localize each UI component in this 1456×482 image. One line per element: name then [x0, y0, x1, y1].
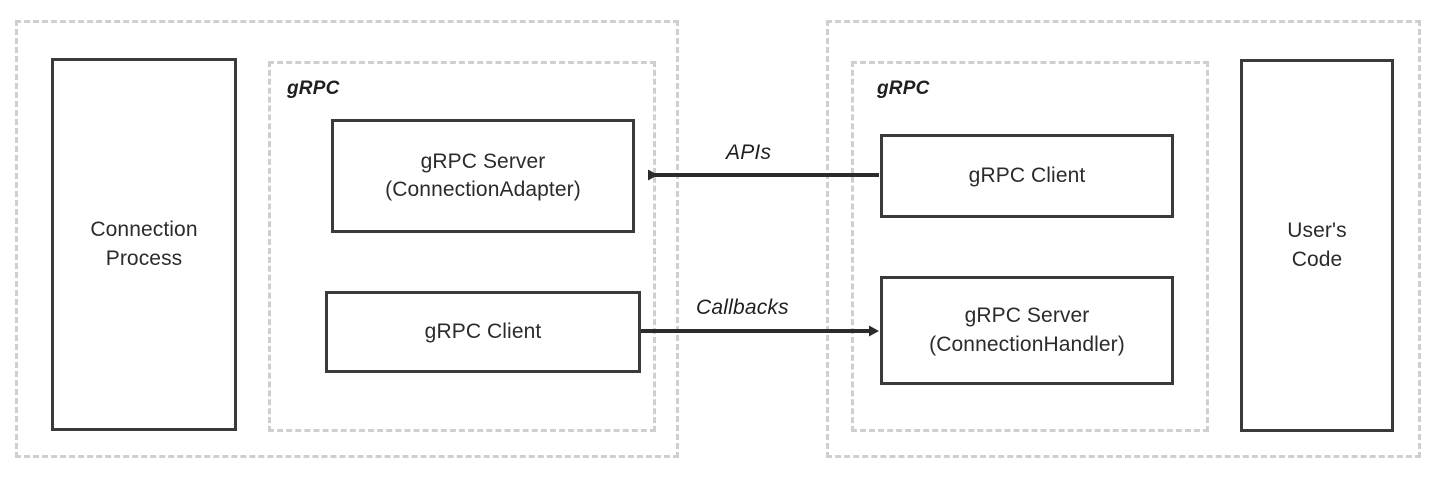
node-grpc-server-connection-handler-label: gRPC Server (ConnectionHandler): [929, 304, 1125, 356]
node-connection-process-label: Connection Process: [90, 218, 198, 270]
node-grpc-client-left[interactable]: gRPC Client: [325, 291, 641, 373]
edge-label-callbacks: Callbacks: [696, 296, 789, 319]
node-connection-process[interactable]: Connection Process: [51, 58, 237, 431]
node-grpc-server-connection-adapter[interactable]: gRPC Server (ConnectionAdapter): [331, 119, 635, 233]
right-process-container: [826, 20, 1421, 458]
left-grpc-container: [268, 61, 656, 432]
right-grpc-zone-label: gRPC: [877, 78, 930, 99]
left-process-container: [15, 20, 679, 458]
node-users-code-label: User's Code: [1287, 219, 1347, 271]
node-grpc-client-right[interactable]: gRPC Client: [880, 134, 1174, 218]
node-grpc-client-right-label: gRPC Client: [968, 163, 1086, 187]
left-grpc-zone-label: gRPC: [287, 78, 340, 99]
right-grpc-container: [851, 61, 1209, 432]
node-users-code[interactable]: User's Code: [1240, 59, 1394, 432]
edge-label-apis: APIs: [726, 141, 772, 164]
node-grpc-server-connection-handler[interactable]: gRPC Server (ConnectionHandler): [880, 276, 1174, 385]
node-grpc-server-connection-adapter-label: gRPC Server (ConnectionAdapter): [385, 149, 581, 201]
node-grpc-client-left-label: gRPC Client: [424, 319, 542, 343]
